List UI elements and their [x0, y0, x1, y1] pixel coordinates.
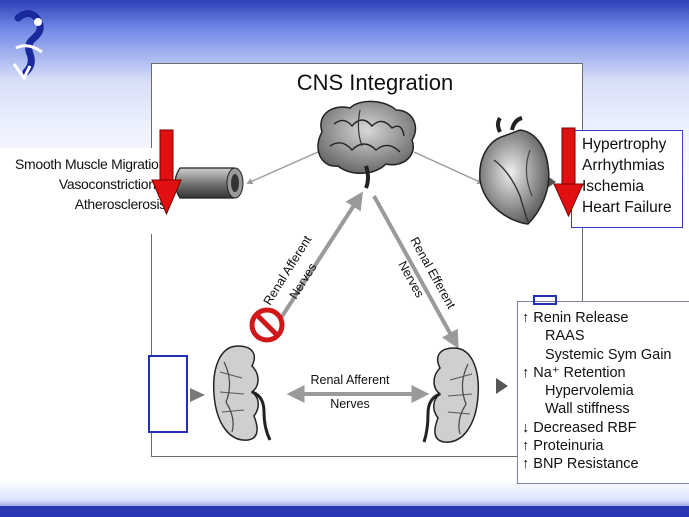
right-blue-tab — [533, 295, 557, 305]
connector-brain-artery — [246, 151, 319, 185]
cardiac-effect-0: Hypertrophy — [582, 136, 667, 153]
pointer-to-left-box — [190, 388, 205, 402]
cardiac-effect-2: Ischemia — [582, 178, 645, 195]
renal-effect-5: Wall stiffness — [545, 401, 630, 418]
renal-effect-0: ↑ Renin Release — [522, 310, 629, 326]
vascular-effect-2: Atherosclerosis — [74, 196, 167, 212]
afferent-horiz-label-1: Renal Afferent — [310, 373, 390, 387]
renal-effect-7: ↑ Proteinuria — [522, 438, 604, 455]
renal-effect-3: ↑ Na⁺ Retention — [522, 364, 626, 381]
renal-effect-4: Hypervolemia — [545, 383, 634, 400]
efferent-nerve-arrow — [372, 195, 459, 349]
vascular-effect-1: Vasoconstriction ↑ — [58, 176, 166, 192]
renal-effect-1: RAAS — [545, 328, 585, 345]
artery-illustration — [174, 167, 244, 199]
down-arrow-left — [151, 129, 182, 216]
brain-illustration — [317, 100, 417, 189]
vascular-effects-box — [0, 148, 175, 234]
diagram-title: CNS Integration — [296, 70, 454, 95]
logo-icon — [12, 10, 44, 80]
afferent-nerve-arrow — [266, 191, 363, 340]
vascular-effect-0: Smooth Muscle Migration — [14, 156, 166, 172]
down-arrow-right — [553, 127, 584, 218]
heart-illustration — [479, 116, 550, 225]
right-kidney-illustration — [422, 347, 480, 443]
afferent-horiz-label-2: Nerves — [330, 397, 370, 411]
bottom-bar — [0, 506, 689, 517]
pointer-to-renal-box — [496, 378, 508, 394]
renal-effects-box — [517, 301, 689, 484]
renal-effect-6: ↓ Decreased RBF — [522, 419, 637, 436]
left-kidney-illustration — [212, 345, 272, 441]
left-empty-box — [148, 355, 188, 433]
renal-effect-2: Systemic Sym Gain — [545, 346, 672, 363]
connector-brain-heart — [413, 151, 484, 185]
prohibition-icon — [249, 307, 285, 343]
cardiac-effect-1: Arrhythmias — [582, 157, 665, 174]
cardiac-effect-3: Heart Failure — [582, 199, 672, 216]
renal-effect-8: ↑ BNP Resistance — [522, 456, 639, 473]
